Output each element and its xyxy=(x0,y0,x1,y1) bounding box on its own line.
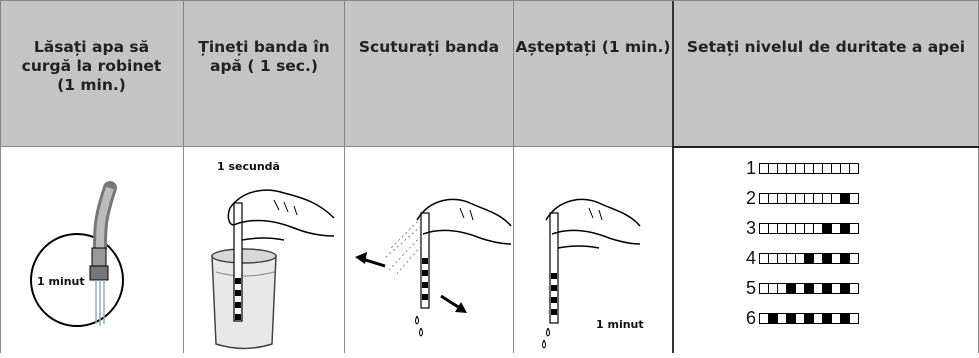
header-run-water: Lăsați apa să curgă la robinet (1 min.) xyxy=(0,0,183,146)
hardness-indicator-segment xyxy=(849,163,859,174)
hardness-level-row: 1 xyxy=(746,156,858,180)
hardness-level-number: 4 xyxy=(746,248,759,269)
header-line: Lăsați apa să xyxy=(22,38,162,57)
hardness-level-row: 4 xyxy=(746,246,858,270)
header-hold-strip: Țineți banda în apă ( 1 sec.) xyxy=(184,0,344,146)
row-divider xyxy=(0,146,672,147)
hardness-indicator-segment xyxy=(849,253,859,264)
header-wait: Așteptați (1 min.) xyxy=(514,0,672,146)
hardness-level-row: 2 xyxy=(746,186,858,210)
header-line: apă ( 1 sec.) xyxy=(198,57,329,76)
hardness-level-list: 1 2 3 4 5 6 xyxy=(746,156,896,351)
hand-holding-strip-illustration xyxy=(514,148,672,353)
shaking-strip-illustration xyxy=(345,148,513,353)
header-line: Țineți banda în xyxy=(198,38,329,57)
hardness-level-row: 3 xyxy=(746,216,858,240)
caption-1-minut-wait: 1 minut xyxy=(596,318,644,331)
dip-strip-cell: 1 secundă xyxy=(184,148,344,353)
header-line: Scuturați banda xyxy=(359,38,499,57)
caption-1-secunda: 1 secundă xyxy=(217,160,280,173)
hardness-level-number: 2 xyxy=(746,188,759,209)
hardness-indicator-segment xyxy=(849,313,859,324)
faucet-illustration xyxy=(0,148,183,353)
header-set-level: Setați nivelul de duritate a apei xyxy=(673,0,979,146)
header-line: Setați nivelul de duritate a apei xyxy=(687,38,965,57)
hardness-levels-cell: 1 2 3 4 5 6 xyxy=(674,148,979,353)
shake-strip-cell xyxy=(345,148,513,353)
hardness-level-number: 5 xyxy=(746,278,759,299)
hardness-level-number: 3 xyxy=(746,218,759,239)
hardness-indicator-segment xyxy=(849,283,859,294)
hand-dipping-illustration xyxy=(184,148,344,353)
header-shake-strip: Scuturați banda xyxy=(345,0,513,146)
header-line: curgă la robinet xyxy=(22,57,162,76)
caption-1-minut: 1 minut xyxy=(37,275,85,288)
hardness-level-number: 1 xyxy=(746,158,759,179)
hardness-indicator-segment xyxy=(849,193,859,204)
hardness-level-row: 6 xyxy=(746,306,858,330)
table-border xyxy=(0,0,979,1)
wait-cell: 1 minut xyxy=(514,148,672,353)
faucet-illustration-cell: 1 minut xyxy=(0,148,183,353)
hardness-indicator-segment xyxy=(849,223,859,234)
header-line: (1 min.) xyxy=(22,76,162,95)
hardness-level-row: 5 xyxy=(746,276,858,300)
hardness-level-number: 6 xyxy=(746,308,759,329)
header-line: Așteptați (1 min.) xyxy=(516,38,671,57)
